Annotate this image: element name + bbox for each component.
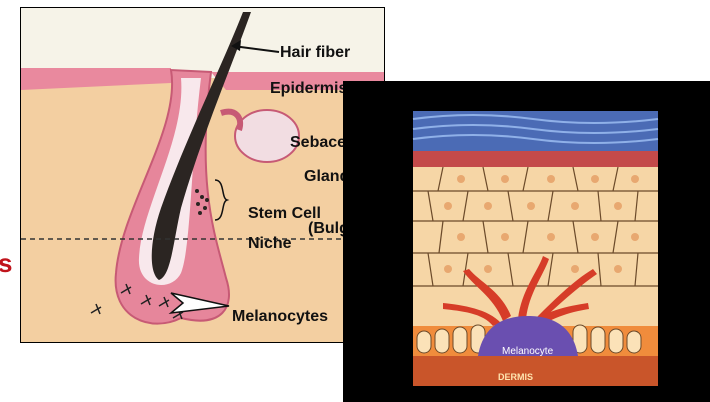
niche-label: Niche (248, 235, 292, 253)
epidermis-label: Epidermis (270, 80, 347, 98)
hair-follicle-diagram: Hair fiber Epidermis Sebaceous Gland Ste… (20, 7, 385, 343)
hair-fiber-label: Hair fiber (280, 44, 350, 62)
cropped-edge-letter: s (0, 248, 12, 279)
melanocytes-label: Melanocytes (232, 308, 328, 326)
dermis-band (413, 356, 658, 386)
granular-layer (413, 151, 658, 167)
dermis-label: DERMIS (498, 372, 533, 382)
spinous-layer (413, 167, 658, 337)
stratum-corneum (413, 111, 658, 151)
skin-cross-section-diagram: Melanocyte DERMIS (343, 81, 710, 402)
melanocyte-label: Melanocyte (502, 346, 553, 357)
